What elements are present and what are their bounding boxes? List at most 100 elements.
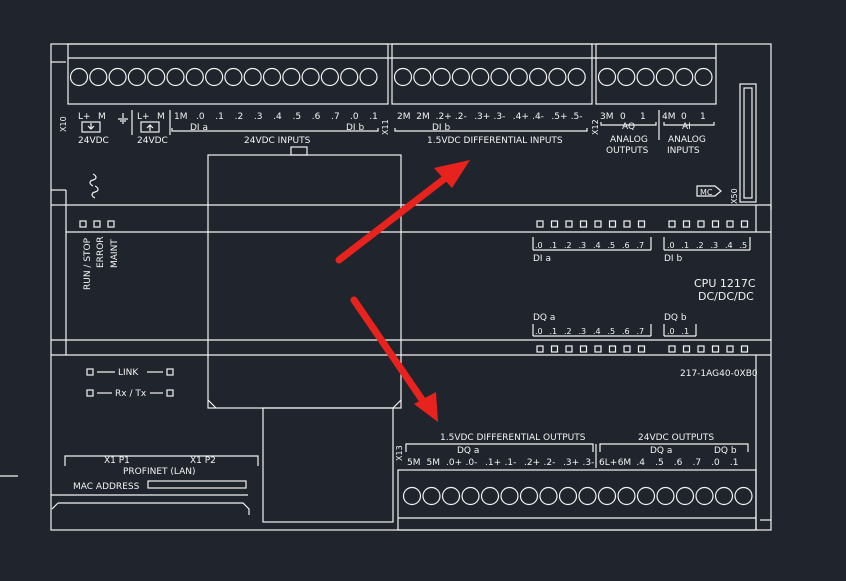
bottom-terminal-screw <box>461 486 480 506</box>
x1p2-label: X1 P2 <box>190 456 216 466</box>
diff-input-pin-label: .5- <box>571 112 583 122</box>
top-terminal-screw <box>548 67 567 87</box>
maint-label: MAINT <box>110 239 120 268</box>
di-a-pin-label: .1 <box>215 112 224 122</box>
cpu-model-label: CPU 1217C <box>694 277 756 290</box>
led-dq-a-label: DQ a <box>533 313 555 323</box>
output-pin-label: 6L+ <box>599 458 617 468</box>
diff-input-pin-label: .4- <box>532 112 544 122</box>
diff-input-pin-label: 2M <box>397 112 411 122</box>
top-terminal-screw <box>490 67 509 87</box>
status-leds: RUN / STOP ERROR MAINT <box>79 173 120 290</box>
m-label-2: M <box>157 112 165 122</box>
top-terminal-screw <box>262 67 282 87</box>
order-number-label: 217-1AG40-0XB0 <box>680 369 758 379</box>
output-led <box>550 345 559 353</box>
mc-label: MC <box>700 188 713 197</box>
bottom-terminal-screw <box>636 486 656 506</box>
output-pin-label: .5 <box>655 458 664 468</box>
input-led <box>608 220 617 228</box>
led-di-a-pin-label: .2 <box>564 241 572 250</box>
led-di-b-pin-label: .1 <box>682 241 690 250</box>
diff-input-pin-label: .2- <box>455 112 467 122</box>
top-terminal-screw <box>108 67 127 87</box>
led-di-b-pin-label: .4 <box>725 241 733 250</box>
input-led <box>594 220 602 228</box>
l-plus-label-2: L+ <box>137 112 150 122</box>
diff-input-pin-label: .3+ <box>474 112 490 122</box>
top-terminal-screw <box>301 67 320 87</box>
input-led <box>579 220 588 228</box>
top-terminal-screw <box>166 67 185 87</box>
di-a-pin-label: .6 <box>312 112 321 122</box>
output-pin-label: .4 <box>636 458 645 468</box>
diff-input-pin-label: .4+ <box>513 112 529 122</box>
top-terminal-screw <box>282 67 301 87</box>
di-a-pin-label: .3 <box>254 112 263 122</box>
one-m-label: 1M <box>174 112 188 122</box>
aq-pin-label: 3M <box>600 112 614 122</box>
output-led <box>623 345 631 353</box>
led-dq-a-pin-label: .7 <box>637 327 645 336</box>
input-led <box>682 220 691 228</box>
cpu-type-label: DC/DC/DC <box>698 290 754 303</box>
led-dq-a-pin-label: .4 <box>593 327 601 336</box>
diff-output-pin-label: 5M <box>427 458 441 468</box>
top-terminal-screw <box>340 67 359 87</box>
output-led <box>637 345 646 353</box>
led-dq-a-pin-label: .1 <box>550 327 558 336</box>
output-led <box>579 345 588 353</box>
led-dq-b-pin-label: .1 <box>682 327 690 336</box>
run-stop-label: RUN / STOP <box>83 237 93 290</box>
diff-input-pin-label: .2+ <box>436 112 452 122</box>
x11-label: X11 <box>381 119 390 135</box>
ai-pin-label: 1 <box>700 112 706 122</box>
rxtx-label: Rx / Tx <box>115 389 147 399</box>
led-dq-a-pin-label: .3 <box>579 327 587 336</box>
output-pin-label: .1 <box>730 458 739 468</box>
input-led <box>623 220 631 228</box>
supply-label-1: 24VDC <box>78 136 109 146</box>
top-terminal-screw <box>617 67 636 87</box>
outputs-24vdc-label: 24VDC OUTPUTS <box>638 433 714 443</box>
bottom-terminal-screw <box>714 486 734 506</box>
output-pin-label: .0 <box>711 458 720 468</box>
top-terminal-strip <box>67 43 717 105</box>
top-terminal-labels: X10 L+ M 24VDC L+ M 24VDC 1M .0.1.2.3.4.… <box>59 110 715 156</box>
di-b-pin-label: .0 <box>350 112 359 122</box>
analog-inputs-label-2: INPUTS <box>667 146 700 156</box>
output-led <box>668 345 676 353</box>
bottom-terminal-screw <box>519 486 539 506</box>
top-terminal-screw <box>359 67 378 87</box>
bottom-terminal-screw <box>675 486 695 506</box>
ai-pin-label: 4M <box>662 112 676 122</box>
top-terminal-screw <box>413 67 432 87</box>
input-led <box>711 220 720 228</box>
analog-outputs-label-1: ANALOG <box>610 135 648 145</box>
di-a-pin-label: .0 <box>196 112 205 122</box>
led-di-b-pin-label: .5 <box>740 241 748 250</box>
top-terminal-screw <box>205 67 224 87</box>
dq-b-bottom-label-2: DQ b <box>714 446 737 456</box>
configuration-icon <box>89 173 99 199</box>
led-di-a-pin-label: .6 <box>622 241 630 250</box>
input-led <box>668 220 676 228</box>
top-terminal-screw <box>432 67 451 87</box>
led-di-b-pin-label: .0 <box>667 241 675 250</box>
output-pin-label: 6M <box>618 458 632 468</box>
led-di-a-pin-label: .4 <box>593 241 601 250</box>
diff-output-pin-label: .2+ <box>524 458 540 468</box>
aq-label: AQ <box>622 122 635 132</box>
di-a-pin-label: .2 <box>235 112 244 122</box>
top-terminal-screw <box>636 67 655 87</box>
ground-icon <box>118 113 128 124</box>
output-led <box>711 345 720 353</box>
bottom-terminal-screw <box>480 486 500 506</box>
bottom-terminal-screw <box>441 486 461 506</box>
diff-output-pin-label: .1+ <box>485 458 501 468</box>
output-led <box>565 345 573 353</box>
top-terminal-screw <box>127 67 146 87</box>
profinet-label: PROFINET (LAN) <box>123 467 196 477</box>
led-dq-b-label: DQ b <box>664 313 687 323</box>
